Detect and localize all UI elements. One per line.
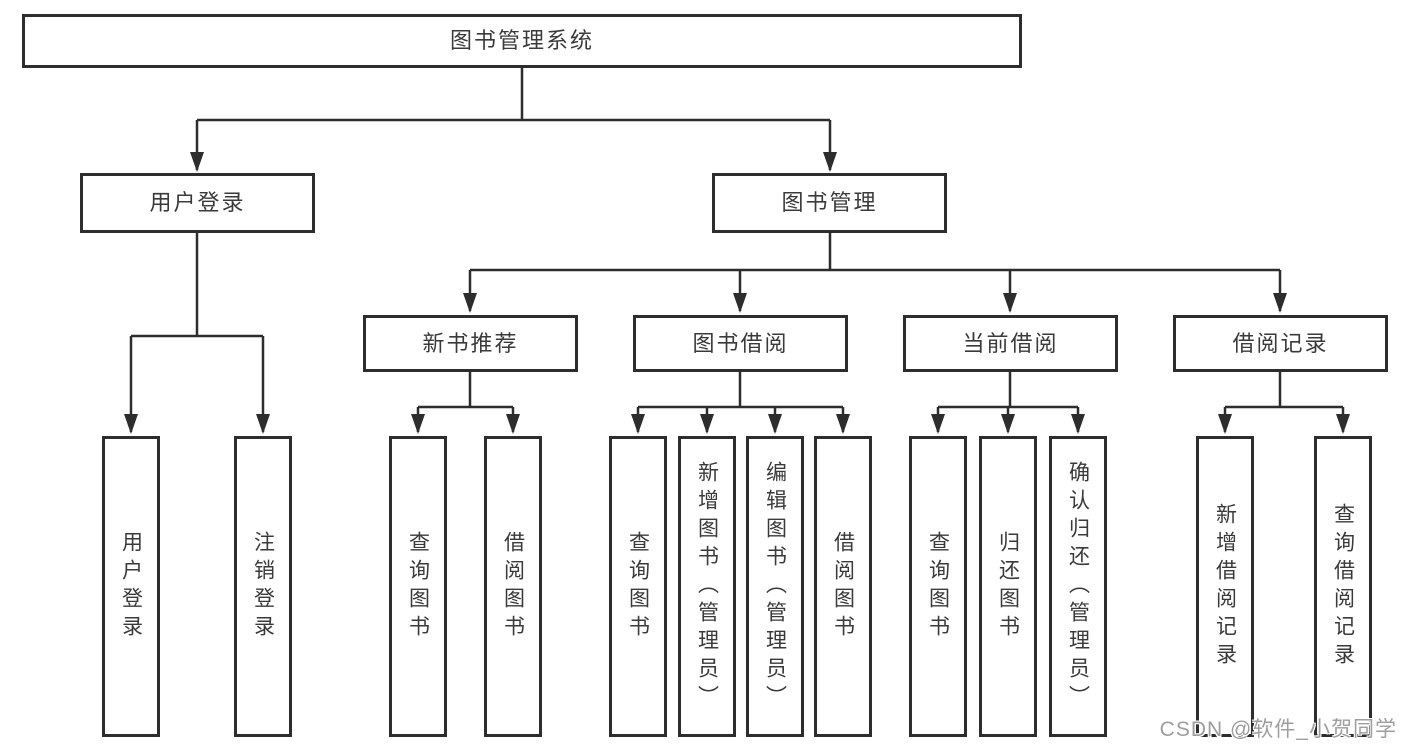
node-current-borrow: 当前借阅 — [903, 315, 1118, 372]
leaf-edit-book-admin: 编辑图书（管理员） — [746, 436, 804, 737]
node-user-login: 用户登录 — [80, 173, 315, 233]
node-book-borrow: 图书借阅 — [633, 315, 848, 372]
leaf-user-login: 用户登录 — [102, 436, 160, 737]
leaf-logout: 注销登录 — [234, 436, 292, 737]
node-new-book-recommend: 新书推荐 — [363, 315, 578, 372]
leaf-confirm-return-admin: 确认归还（管理员） — [1049, 436, 1107, 737]
leaf-add-borrow-record: 新增借阅记录 — [1196, 436, 1254, 737]
csdn-watermark: CSDN @软件_小贺同学 — [1159, 718, 1397, 741]
node-root-system: 图书管理系统 — [22, 14, 1022, 68]
leaf-query-borrow-record: 查询借阅记录 — [1314, 436, 1372, 737]
node-book-management: 图书管理 — [712, 173, 947, 233]
leaf-borrow-books: 借阅图书 — [814, 436, 872, 737]
leaf-query-books-current: 查询图书 — [909, 436, 967, 737]
leaf-query-books-recommend: 查询图书 — [389, 436, 447, 737]
leaf-add-book-admin: 新增图书（管理员） — [678, 436, 736, 737]
leaf-query-books-borrow: 查询图书 — [609, 436, 667, 737]
leaf-return-books: 归还图书 — [979, 436, 1037, 737]
node-borrow-records: 借阅记录 — [1173, 315, 1388, 372]
leaf-borrow-books-recommend: 借阅图书 — [484, 436, 542, 737]
